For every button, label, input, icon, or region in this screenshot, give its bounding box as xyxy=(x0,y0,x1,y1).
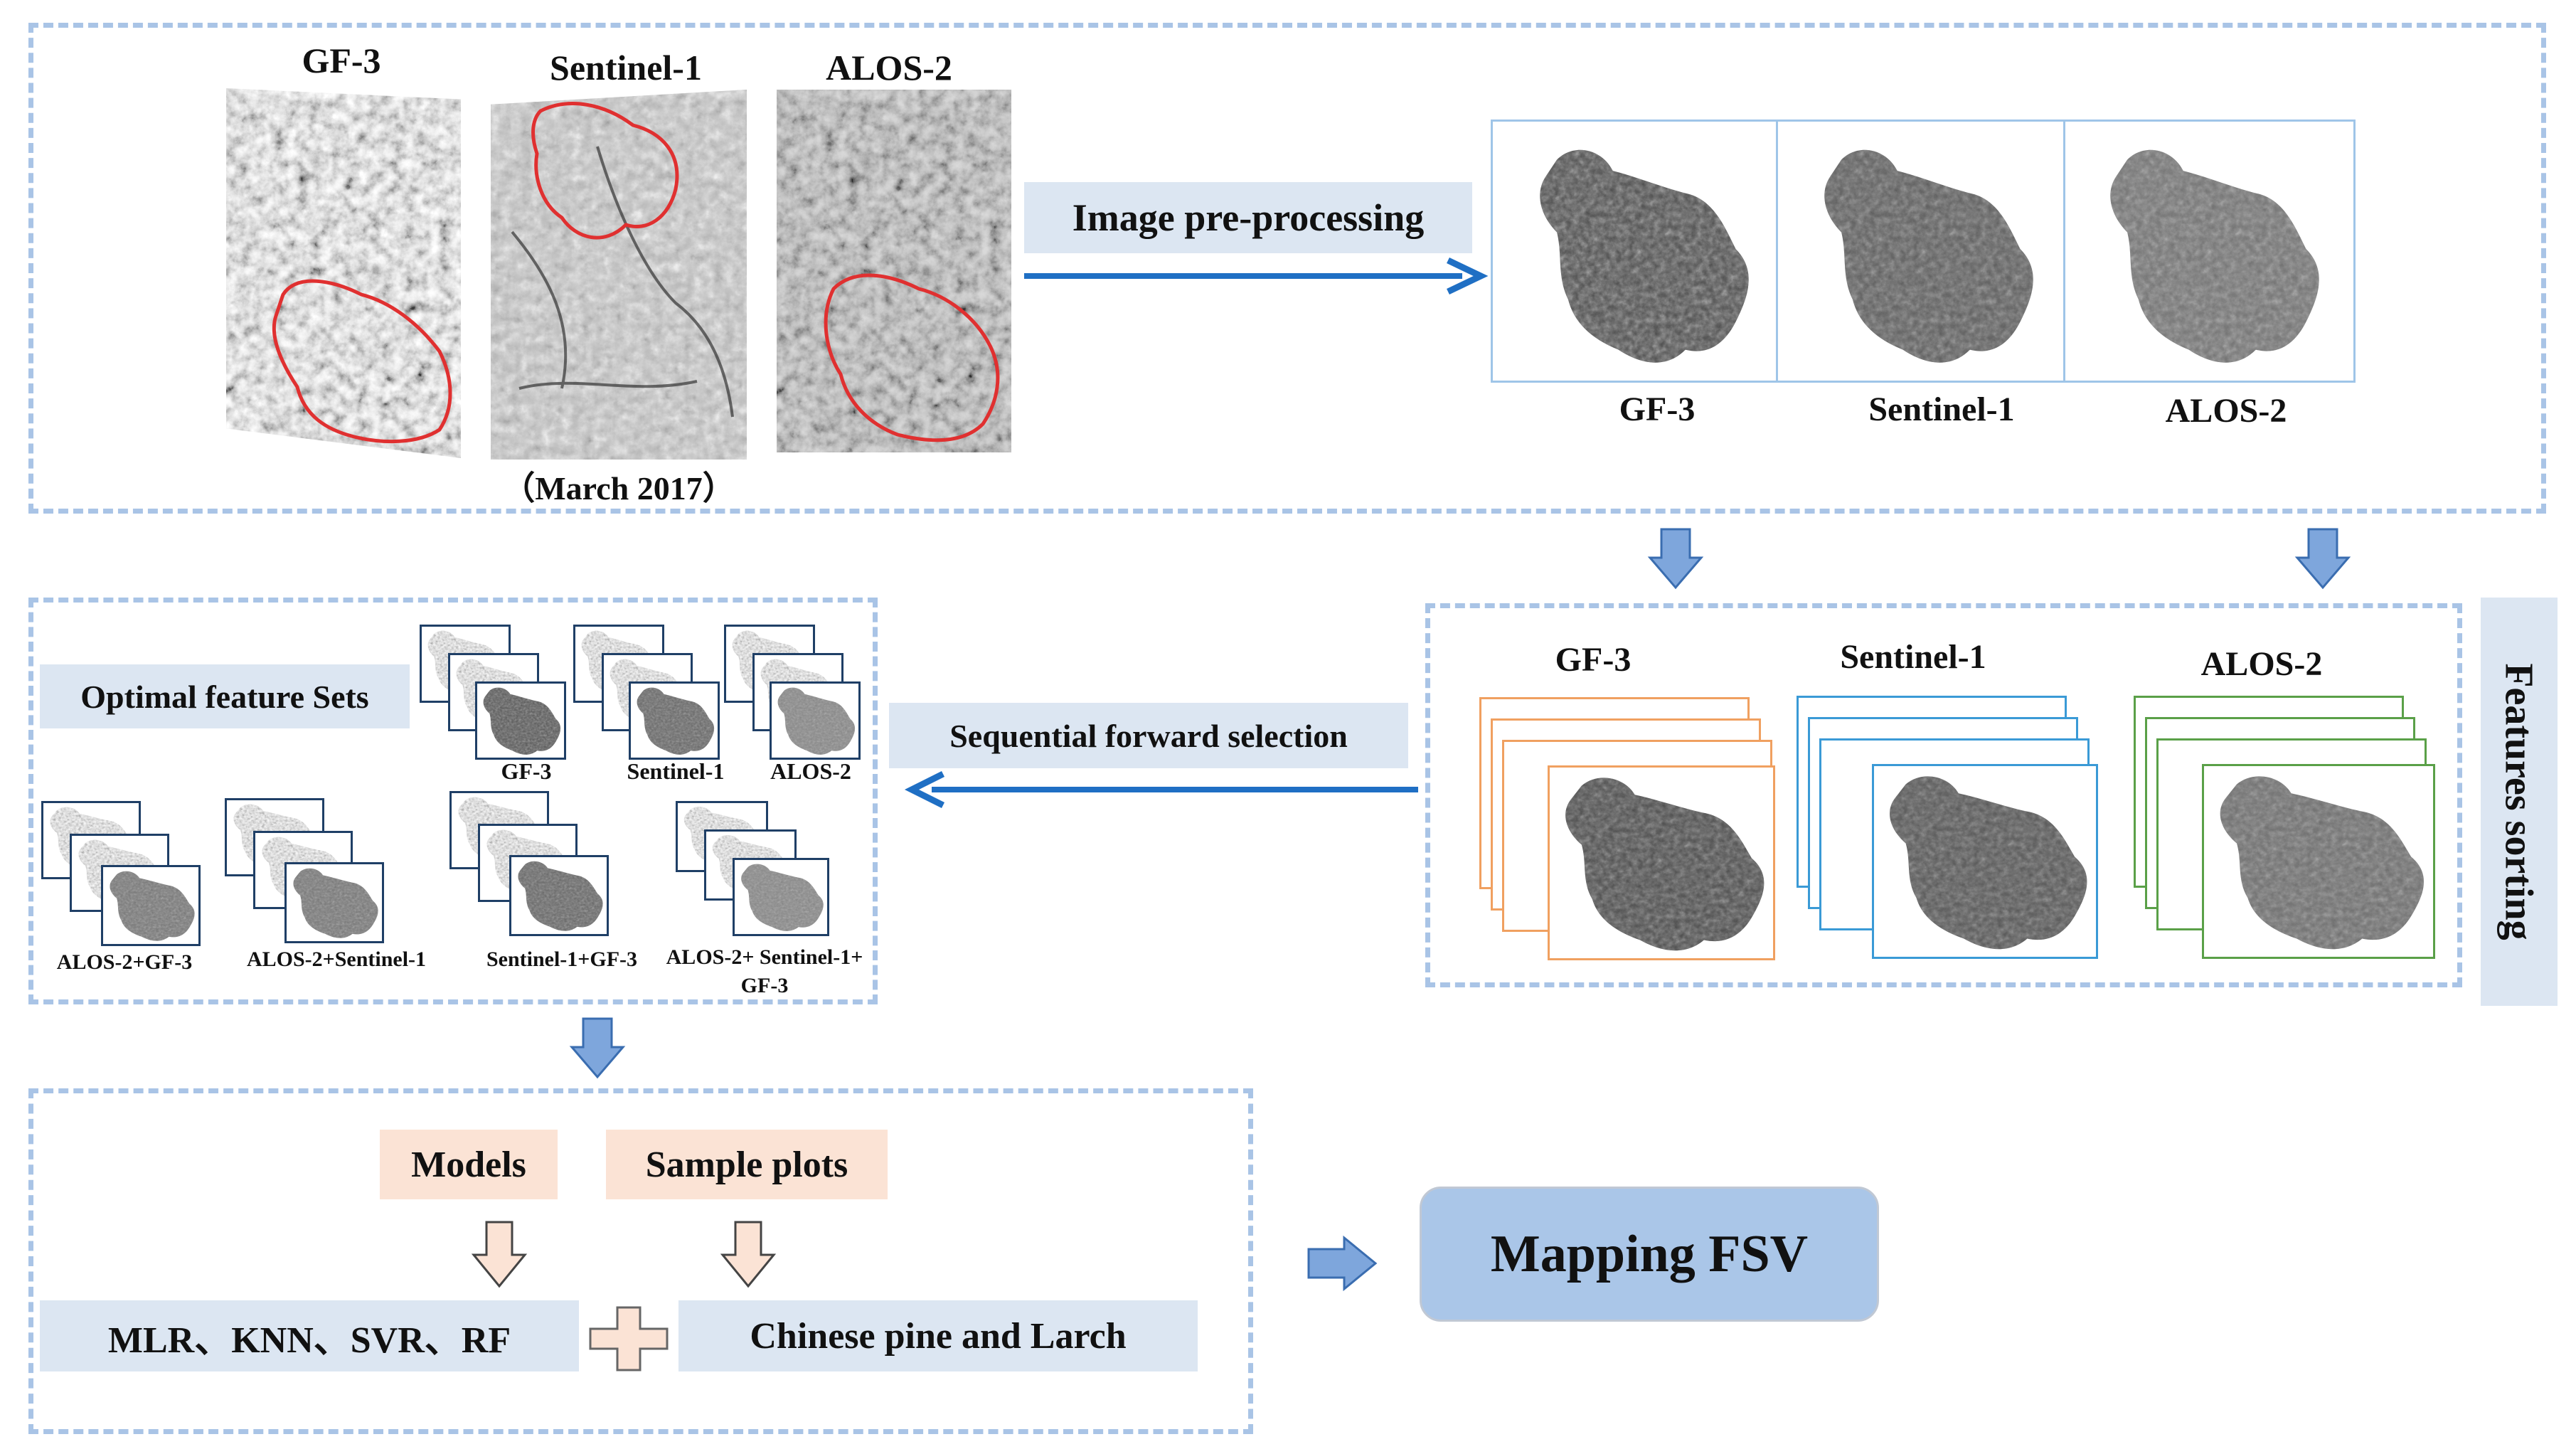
raw-image-sentinel1 xyxy=(491,90,747,460)
processed-image-strip xyxy=(1491,120,2356,383)
mini-layer xyxy=(284,862,384,943)
optimal-panel xyxy=(28,598,878,1004)
single-set-label-sentinel1: Sentinel-1 xyxy=(627,758,725,784)
processed-title-sentinel1: Sentinel-1 xyxy=(1868,391,2015,428)
study-area-outline xyxy=(531,102,679,240)
processed-title-gf3: GF-3 xyxy=(1619,391,1696,428)
stack-layer-front xyxy=(1548,765,1775,960)
combo-set-alos2-sentinel1 xyxy=(225,798,395,948)
raw-title-alos2: ALOS-2 xyxy=(826,48,952,87)
species-label: Chinese pine and Larch xyxy=(678,1300,1198,1371)
stack-image xyxy=(1565,778,1765,951)
combo-set-sentinel1-gf3 xyxy=(449,791,620,940)
feature-stack-sentinel1 xyxy=(1797,696,2109,966)
down-arrow-left xyxy=(1647,528,1704,590)
sfs-arrow xyxy=(904,770,1418,809)
single-set-sentinel1 xyxy=(573,625,730,767)
combo-label-alos2-gf3: ALOS-2+GF-3 xyxy=(56,950,193,974)
right-arrow-to-output xyxy=(1307,1235,1378,1292)
models-label: Models xyxy=(380,1130,558,1199)
mini-layer xyxy=(475,681,566,760)
raw-image-alos2 xyxy=(777,90,1011,452)
feature-stack-gf3 xyxy=(1479,697,1785,967)
processed-image-sentinel1 xyxy=(1824,149,2033,363)
processed-title-alos2: ALOS-2 xyxy=(2165,392,2287,430)
single-set-label-alos2: ALOS-2 xyxy=(770,758,851,784)
preprocessing-label: Image pre-processing xyxy=(1024,182,1472,253)
down-arrow-right xyxy=(2294,528,2351,590)
stack-title-sentinel1: Sentinel-1 xyxy=(1840,638,1986,676)
model-panel xyxy=(28,1088,1253,1434)
models-list: MLR、KNN、SVR、RF xyxy=(40,1300,579,1371)
optimal-sets-title: Optimal feature Sets xyxy=(40,664,410,728)
combo-set-alos2-gf3 xyxy=(41,801,212,950)
single-set-alos2 xyxy=(724,625,880,767)
sample-plots-label: Sample plots xyxy=(606,1130,888,1199)
features-sorting-label: Features sorting xyxy=(2481,598,2558,1006)
mapping-fsv-label: Mapping FSV xyxy=(1490,1224,1809,1283)
single-set-label-gf3: GF-3 xyxy=(501,758,552,784)
combo-label-sentinel1-gf3: Sentinel-1+GF-3 xyxy=(486,948,638,971)
strip-divider xyxy=(2063,122,2065,381)
combo-label-alos2-sentinel1: ALOS-2+Sentinel-1 xyxy=(246,948,427,971)
single-set-gf3 xyxy=(420,625,576,767)
study-area-outline xyxy=(824,273,1000,442)
feature-stack-alos2 xyxy=(2134,696,2447,966)
mini-layer xyxy=(101,865,201,946)
date-caption: （March 2017） xyxy=(502,470,735,506)
samples-down-arrow xyxy=(720,1221,777,1288)
mini-layer xyxy=(629,681,720,760)
sfs-label: Sequential forward selection xyxy=(889,703,1408,768)
plus-icon xyxy=(589,1306,669,1371)
strip-divider xyxy=(1776,122,1778,381)
combo-set-all xyxy=(676,801,846,950)
mapping-fsv-box: Mapping FSV xyxy=(1420,1187,1879,1322)
stack-image xyxy=(2220,776,2425,950)
raw-image-gf3 xyxy=(226,88,461,458)
mini-layer xyxy=(733,858,829,936)
stack-layer-front xyxy=(2202,764,2435,959)
raw-title-gf3: GF-3 xyxy=(302,41,381,80)
preprocessing-arrow xyxy=(1024,257,1489,295)
down-arrow-to-models xyxy=(569,1017,626,1079)
mini-layer xyxy=(509,855,609,936)
raw-title-sentinel1: Sentinel-1 xyxy=(550,48,702,87)
models-down-arrow xyxy=(471,1221,528,1288)
features-sorting-text: Features sorting xyxy=(2497,663,2542,940)
study-area-outline xyxy=(272,279,452,444)
features-panel xyxy=(1425,603,2462,987)
top-panel xyxy=(28,23,2546,514)
stack-title-alos2: ALOS-2 xyxy=(2200,645,2323,683)
stack-layer-front xyxy=(1872,764,2098,959)
mini-layer xyxy=(770,681,861,760)
stack-title-gf3: GF-3 xyxy=(1555,641,1632,679)
stack-image xyxy=(1889,776,2087,950)
combo-label-all: ALOS-2+ Sentinel-1+ GF-3 xyxy=(666,945,863,997)
processed-image-alos2 xyxy=(2110,149,2319,363)
processed-image-gf3 xyxy=(1540,149,1749,363)
